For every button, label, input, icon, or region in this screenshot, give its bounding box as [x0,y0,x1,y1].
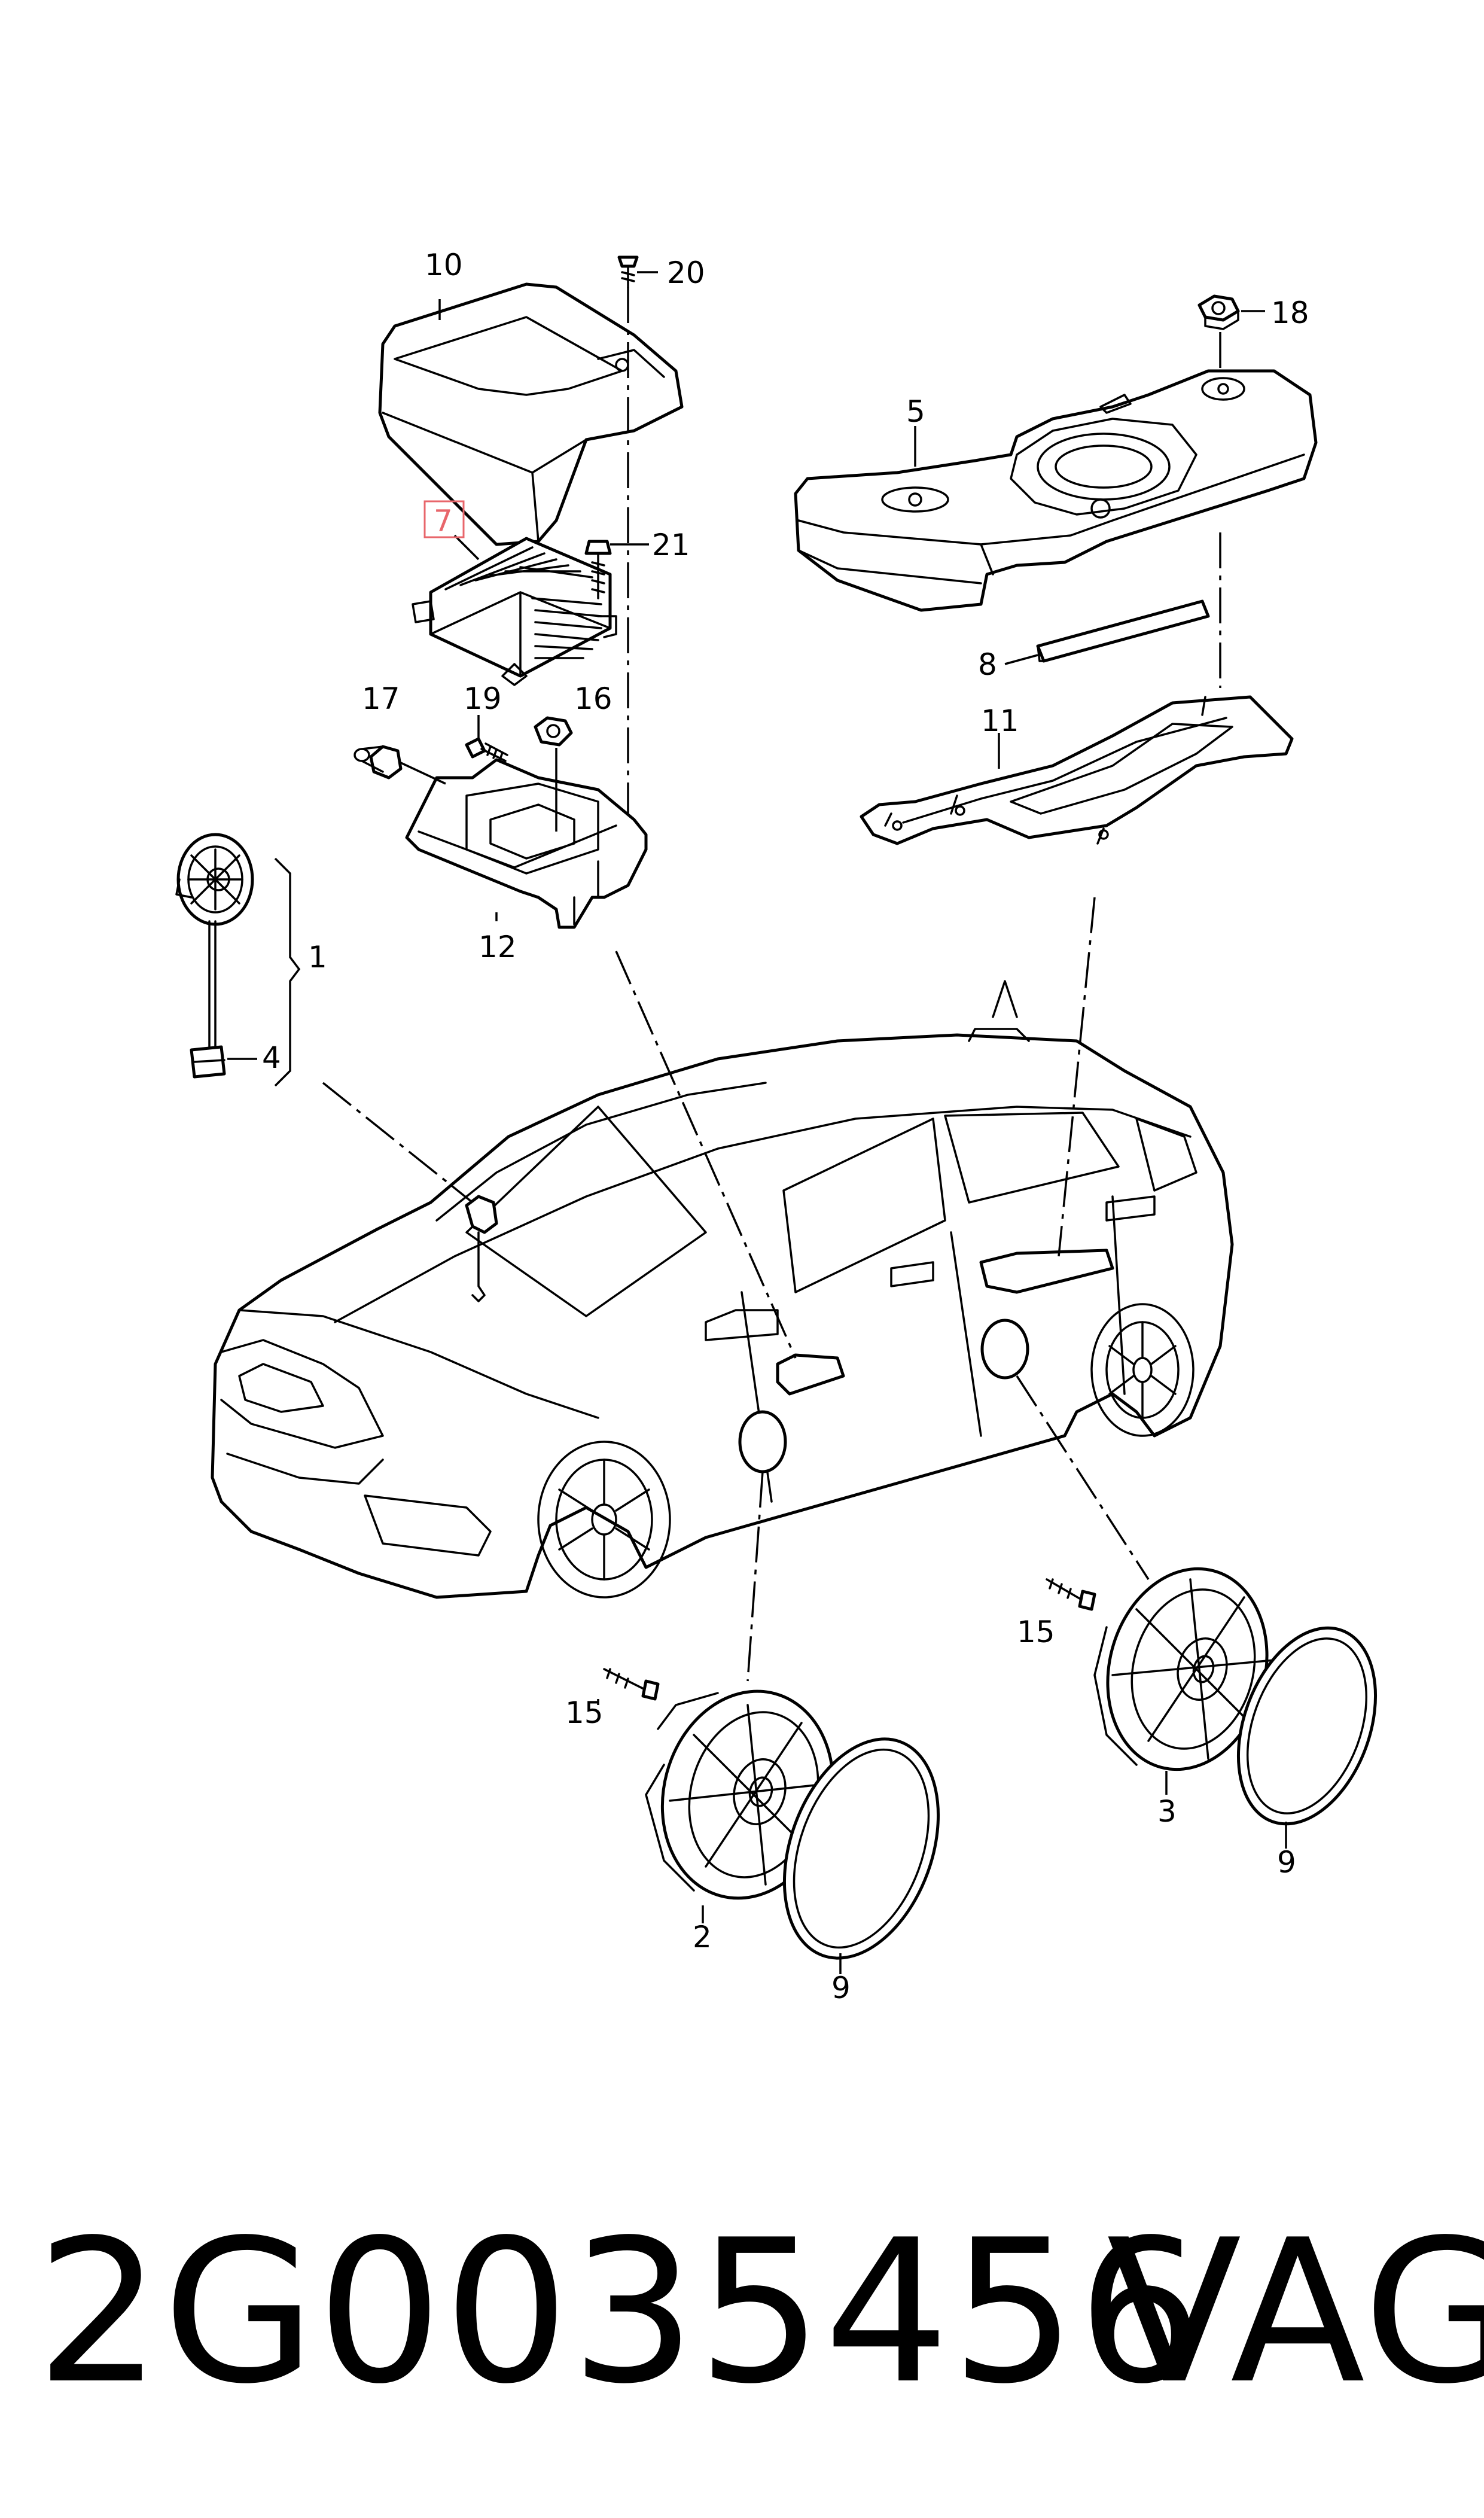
bracket-1 [274,857,301,1087]
part-11-carrier [860,695,1294,845]
part-18-nut [1197,294,1240,330]
guide-line-11 [1058,897,1096,1257]
callout-9-rear: 9 [1277,1845,1296,1880]
part-1-tweeter [175,833,254,1048]
callout-15-rear: 15 [1017,1615,1055,1649]
part-4-connector [190,1045,226,1079]
part-5-subwoofer-box [794,369,1318,612]
callout-7: 7 [434,504,453,538]
part-15-screw-a [603,1668,660,1701]
callout-12: 12 [479,930,517,964]
part-9-ring-b [1236,1626,1378,1826]
guide-line-12 [615,951,797,1359]
callout-labels: 10 20 18 5 7 21 8 17 19 16 11 1 12 4 15 … [262,248,1309,2005]
callout-2: 2 [693,1920,712,1954]
guide-line-3 [1016,1375,1150,1580]
callout-17: 17 [362,681,400,716]
part-number: 2G0035456 [36,2197,1205,2427]
callout-7-highlight-box [423,500,465,538]
part-10-cover [378,282,684,546]
part-20-screw [617,255,639,288]
callout-16: 16 [574,681,613,716]
part-8-foam-strip [1036,599,1210,663]
callout-11: 11 [981,704,1019,738]
leader-7 [453,534,480,561]
part-15-screw-b [1046,1578,1096,1611]
callout-20: 20 [667,255,705,290]
guide-line-2 [746,1471,764,1682]
vehicle-outline [211,980,1234,1599]
guide-line-1 [322,1082,474,1204]
brand-name: VAG [1107,2197,1484,2427]
callout-1: 1 [308,940,327,975]
callout-9-front: 9 [831,1971,851,2005]
part-16-nut [534,716,573,832]
part-12-bracket [405,758,648,929]
parts-diagram: 10 20 18 5 7 21 8 17 19 16 11 1 12 4 15 … [175,248,1378,2005]
part-9-ring-a [782,1737,940,1960]
callout-19: 19 [464,681,502,716]
callout-5: 5 [906,394,925,429]
callout-10: 10 [425,248,463,282]
callout-4: 4 [262,1040,281,1075]
part-21-bolt [584,540,612,599]
leader-8 [1004,654,1038,665]
callout-18: 18 [1271,296,1309,330]
part-17-grommet [354,745,446,785]
callout-8: 8 [978,647,997,682]
part-19-screw [465,715,508,762]
callout-3: 3 [1157,1794,1177,1829]
callout-21: 21 [652,528,690,562]
callout-15-front: 15 [565,1695,604,1730]
part-7-amplifier [412,537,617,686]
